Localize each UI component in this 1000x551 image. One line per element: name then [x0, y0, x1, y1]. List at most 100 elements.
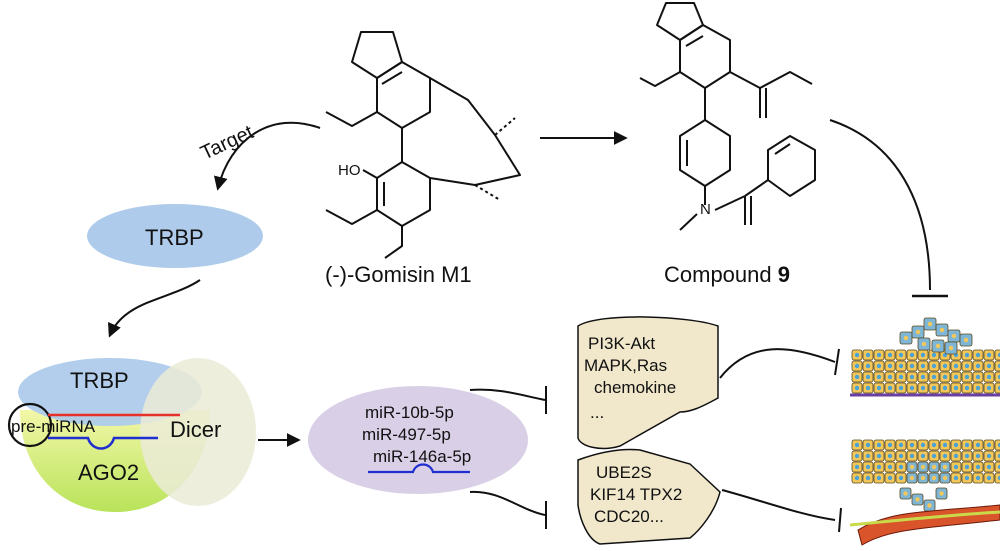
cell-nucleus: [909, 453, 915, 459]
target-arrow: [213, 121, 321, 191]
cell-nucleus: [931, 475, 937, 481]
cell-nucleus: [898, 453, 904, 459]
cell-nucleus: [920, 475, 926, 481]
tissue-cell: [994, 382, 1000, 394]
cell-nucleus: [964, 352, 970, 358]
pathway-4: ...: [590, 403, 604, 422]
cell-nucleus: [920, 374, 926, 380]
gene-2: KIF14 TPX2: [590, 485, 682, 504]
cell-nucleus: [963, 337, 969, 343]
tissue-cell: [994, 439, 1000, 451]
cell-nucleus: [909, 363, 915, 369]
cell-nucleus: [951, 333, 957, 339]
cell-nucleus: [975, 385, 981, 391]
cell-nucleus: [931, 363, 937, 369]
cell-nucleus: [909, 374, 915, 380]
cell-nucleus: [898, 442, 904, 448]
note-inhibition-lines: [719, 348, 842, 533]
cell-nucleus: [876, 453, 882, 459]
cell-nucleus: [887, 442, 893, 448]
stroma-fiber: [850, 510, 1000, 527]
pathway-3: chemokine: [594, 378, 676, 397]
gene-1: UBE2S: [596, 463, 652, 482]
cell-nucleus: [964, 442, 970, 448]
cell-nucleus: [997, 453, 1000, 459]
cell-nucleus: [942, 385, 948, 391]
cell-nucleus: [935, 343, 941, 349]
cell-nucleus: [854, 385, 860, 391]
cell-nucleus: [921, 341, 927, 347]
cell-nucleus: [865, 453, 871, 459]
cell-nucleus: [898, 464, 904, 470]
cell-nucleus: [887, 453, 893, 459]
cell-nucleus: [964, 374, 970, 380]
gomisin-m1-label: (-)-Gomisin M1: [325, 262, 472, 287]
cell-nucleus: [920, 385, 926, 391]
cell-nucleus: [953, 374, 959, 380]
cell-nucleus: [876, 385, 882, 391]
cell-nucleus: [975, 442, 981, 448]
cell-nucleus: [865, 464, 871, 470]
cell-nucleus: [931, 374, 937, 380]
cell-nucleus: [920, 464, 926, 470]
amide-nitrogen-label: N: [700, 201, 711, 218]
cell-nucleus: [997, 464, 1000, 470]
cell-nucleus: [898, 475, 904, 481]
dicer-ellipse: [140, 358, 256, 506]
trbp-complex-label: TRBP: [70, 368, 129, 393]
cell-nucleus: [887, 352, 893, 358]
cell-nucleus: [953, 363, 959, 369]
gene-note-shape: [577, 448, 721, 545]
cell-nucleus: [909, 464, 915, 470]
cell-nucleus: [909, 475, 915, 481]
cell-nucleus: [942, 475, 948, 481]
pathway-note-shape: [577, 316, 719, 450]
compound-9-structure: [639, 2, 816, 231]
metastasis-tissue-icon: [850, 439, 1000, 546]
cell-nucleus: [939, 327, 945, 333]
cell-nucleus: [975, 453, 981, 459]
cell-nucleus: [986, 475, 992, 481]
cell-nucleus: [876, 363, 882, 369]
cell-nucleus: [964, 385, 970, 391]
cell-nucleus: [948, 345, 954, 351]
cell-nucleus: [964, 453, 970, 459]
cell-nucleus: [887, 464, 893, 470]
cell-nucleus: [931, 442, 937, 448]
mirna-inhibition-lines: [469, 386, 547, 529]
cell-nucleus: [953, 464, 959, 470]
dicer-label: Dicer: [170, 417, 221, 442]
trbp-to-complex-arrow: [107, 279, 201, 338]
cell-nucleus: [876, 352, 882, 358]
cell-nucleus: [915, 329, 921, 335]
pre-mirna-label: pre-miRNA: [11, 417, 96, 436]
cell-nucleus: [986, 442, 992, 448]
cell-nucleus: [986, 385, 992, 391]
cell-nucleus: [931, 385, 937, 391]
cell-nucleus: [854, 352, 860, 358]
cell-nucleus: [876, 442, 882, 448]
cell-nucleus: [909, 442, 915, 448]
cell-nucleus: [964, 475, 970, 481]
cell-nucleus: [986, 374, 992, 380]
cell-nucleus: [920, 453, 926, 459]
trbp-top-label: TRBP: [145, 225, 204, 250]
compound-label: Compound: [664, 262, 778, 287]
cell-nucleus: [876, 464, 882, 470]
pathway-2: MAPK,Ras: [584, 356, 667, 375]
tissue-cell: [994, 349, 1000, 361]
trbp-ellipse: [87, 204, 263, 268]
cell-nucleus: [997, 385, 1000, 391]
cell-nucleus: [975, 363, 981, 369]
cell-nucleus: [997, 475, 1000, 481]
mirna-ellipse: [308, 386, 528, 494]
cell-nucleus: [854, 363, 860, 369]
cell-nucleus: [920, 442, 926, 448]
cell-nucleus: [876, 475, 882, 481]
cell-nucleus: [927, 321, 933, 327]
cell-nucleus: [986, 453, 992, 459]
cell-nucleus: [920, 352, 926, 358]
cell-nucleus: [975, 464, 981, 470]
